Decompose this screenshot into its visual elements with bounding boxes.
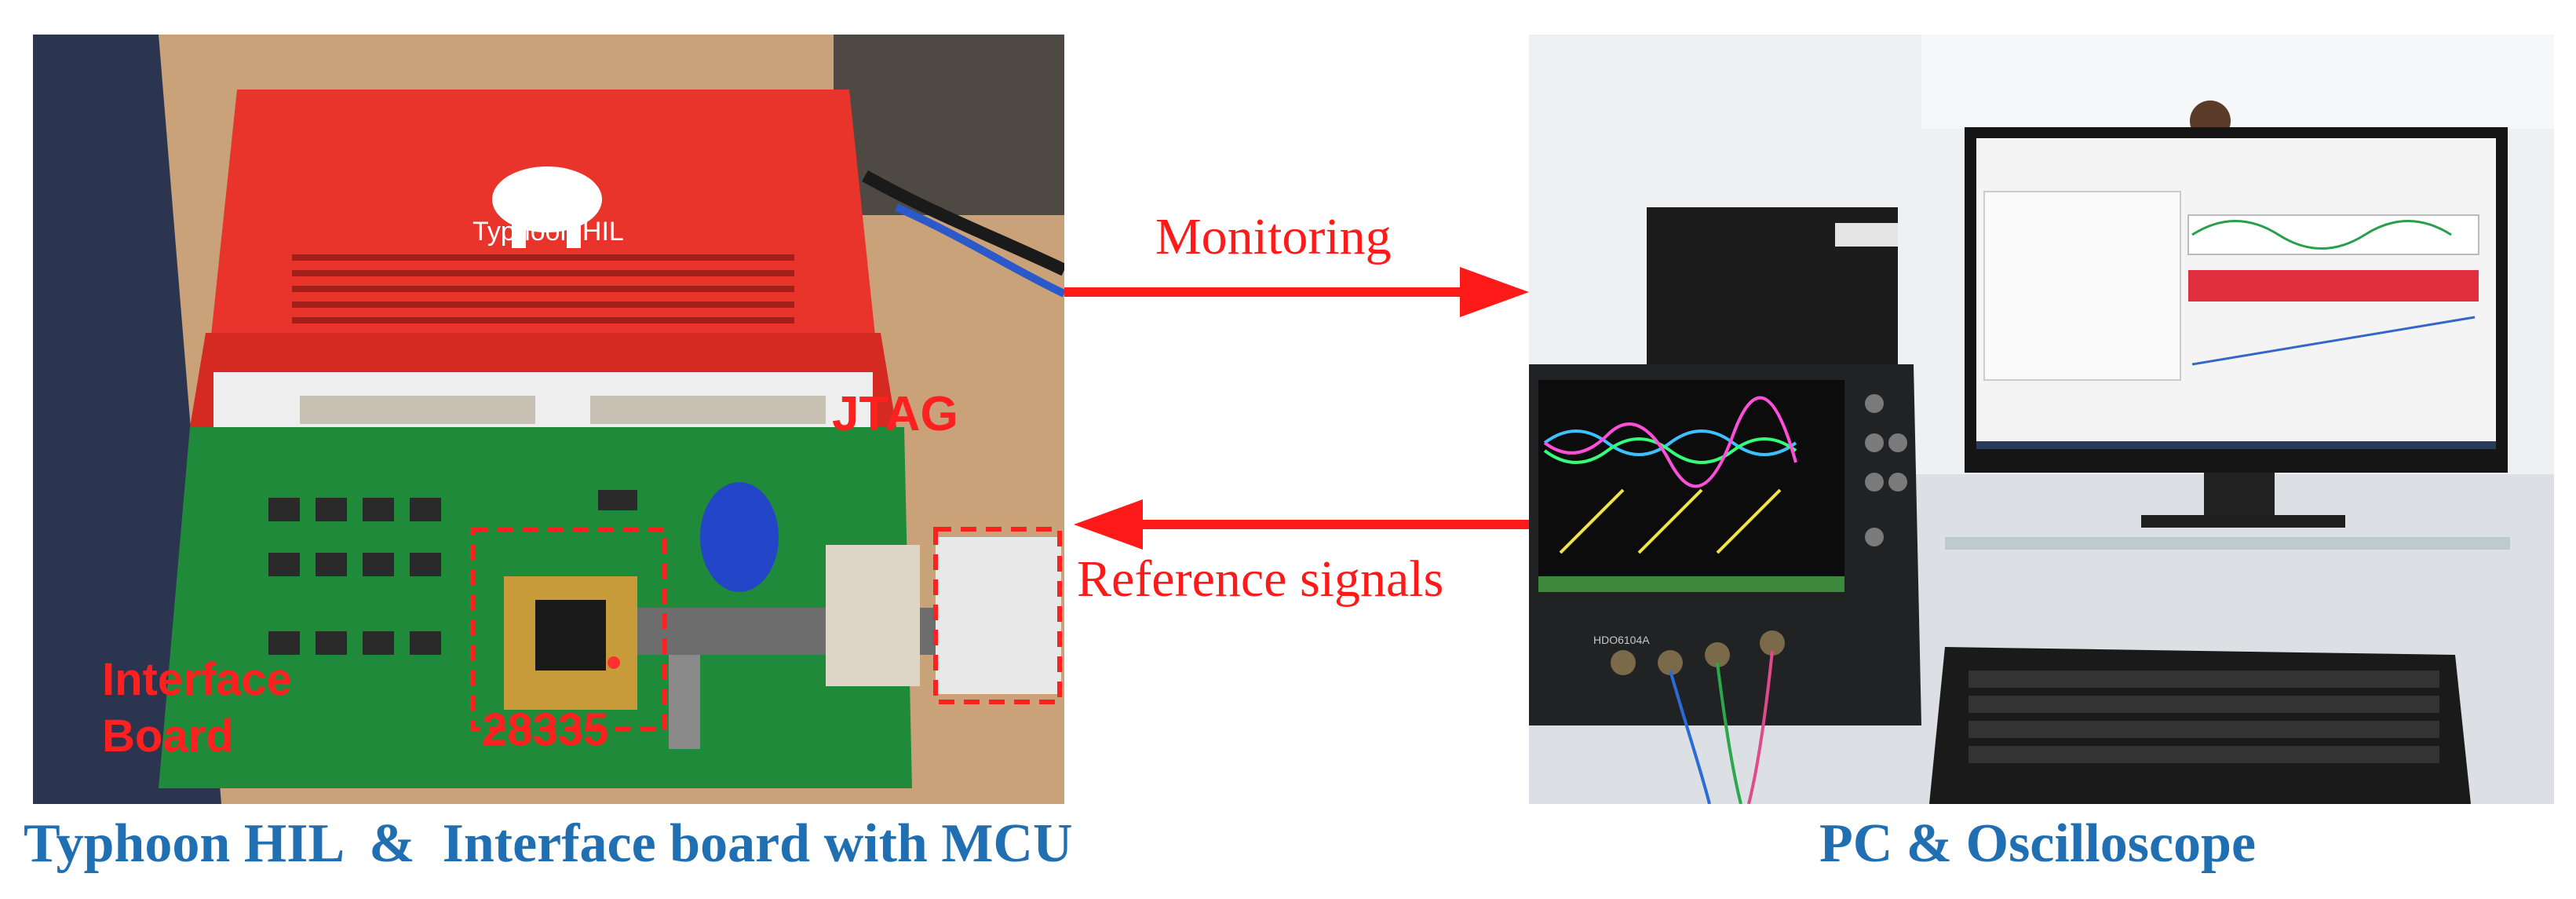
vent-holes [292,254,794,323]
hil-setup-illustration [33,35,1064,804]
pwm-waveform [2188,270,2479,301]
oscilloscope-knobs [1865,394,1907,546]
monitor-stand [2204,473,2275,520]
pc-oscilloscope-photo: HDO6104A [1529,35,2554,804]
background-equipment [834,35,1064,215]
cable [894,203,1064,298]
left-caption: Typhoon HIL & Interface board with MCU [24,813,1073,874]
taskbar [1976,441,2496,449]
oscilloscope-model-text: HDO6104A [1593,634,1650,646]
pcb-components [268,490,637,655]
hil-device-body [206,90,881,388]
monitoring-label: Monitoring [1155,208,1392,265]
glass-stand [1945,537,2510,550]
window-area [1921,35,2554,129]
jtag-emulator [936,537,1061,694]
hil-brand-text: Typhoon HIL [473,217,624,247]
blue-tape-roll [700,482,779,592]
mcu-highlight-box [470,527,667,732]
jtag-adapter [826,545,920,686]
connector-left [300,396,535,424]
pc-oscilloscope-illustration [1529,35,2554,804]
hil-setup-photo: Typhoon HIL [33,35,1064,804]
cable [862,170,1064,276]
bnc-connectors [1611,630,1785,675]
connector-right [590,396,826,424]
jtag-label: JTAG [832,387,958,441]
schematic-view [1983,191,2181,381]
jtag-highlight-box [933,527,1062,704]
right-caption: PC & Oscilloscope [1819,813,2257,874]
mcu-chip-label: 28335 [482,704,609,755]
mcu-chip [535,600,606,671]
reference-signals-arrow [1074,499,1529,550]
reference-signals-label: Reference signals [1077,550,1444,608]
monitoring-arrow [1064,267,1529,317]
